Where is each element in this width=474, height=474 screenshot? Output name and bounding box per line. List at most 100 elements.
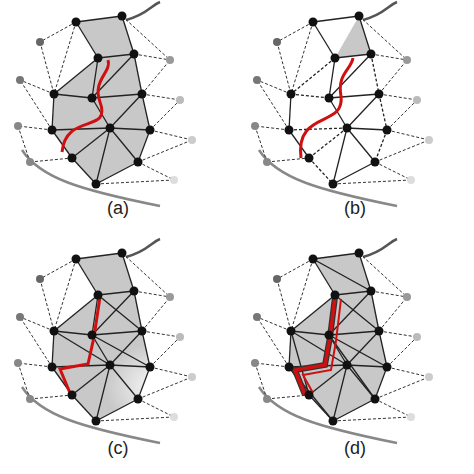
dashed-edge	[255, 126, 289, 130]
mesh-edge	[291, 295, 335, 331]
mesh-edge	[72, 365, 110, 395]
dashed-edge	[30, 395, 72, 399]
mesh-vertex	[138, 90, 147, 99]
mesh-vertex	[26, 158, 34, 166]
mesh-vertex	[383, 363, 392, 372]
dashed-edge	[138, 140, 192, 162]
mesh-edge	[309, 128, 347, 158]
panel-label: (d)	[344, 438, 366, 459]
mesh-edge	[98, 295, 142, 331]
dashed-edge	[96, 417, 174, 421]
mesh-vertex	[92, 417, 101, 426]
mesh-edge	[52, 128, 110, 130]
mesh-edge	[289, 94, 291, 130]
mesh-edge	[98, 291, 134, 295]
mesh-vertex	[16, 313, 24, 321]
mesh-vertex	[371, 158, 380, 167]
red-curve	[300, 58, 353, 158]
mesh-vertex	[367, 287, 376, 296]
dashed-edge	[333, 180, 411, 184]
mesh-vertex	[106, 124, 115, 133]
mesh-vertex	[68, 391, 77, 400]
mesh-vertex	[94, 291, 103, 300]
red-curve	[303, 299, 341, 393]
dashed-edge	[379, 331, 417, 337]
mesh-edge	[52, 94, 54, 130]
mesh-edge	[329, 54, 371, 98]
mesh-edge	[92, 331, 142, 335]
mesh-edge	[96, 365, 110, 421]
shaded-region	[76, 16, 134, 58]
mesh-vertex	[355, 249, 364, 258]
shaded-region	[52, 54, 150, 184]
dashed-edge	[18, 126, 52, 130]
mesh-edge	[122, 16, 134, 54]
dashed-edge	[96, 180, 174, 184]
mesh-vertex	[50, 327, 59, 336]
dashed-edge	[375, 399, 411, 417]
boundary-curve	[259, 150, 397, 206]
dashed-edge	[379, 60, 407, 94]
dashed-edge	[122, 16, 170, 60]
mesh-edge	[313, 253, 359, 259]
dashed-edge	[387, 100, 417, 130]
dashed-edge	[122, 253, 170, 297]
mesh-edge	[76, 253, 122, 259]
mesh-vertex	[329, 180, 338, 189]
dashed-edge	[277, 42, 291, 94]
mesh-vertex	[188, 136, 196, 144]
mesh-edge	[96, 162, 138, 184]
mesh-edge	[76, 16, 122, 22]
mesh-edge	[289, 331, 291, 367]
dashed-edge	[150, 130, 192, 140]
mesh-edge	[329, 94, 379, 98]
dashed-edge	[18, 363, 52, 367]
shaded-region	[335, 16, 371, 58]
mesh-vertex	[325, 331, 334, 340]
dashed-edge	[54, 259, 76, 331]
dashed-edge	[359, 253, 407, 297]
dashed-edge	[375, 162, 411, 180]
mesh-edge	[142, 331, 150, 367]
mesh-vertex	[375, 90, 384, 99]
dashed-edge	[134, 54, 170, 60]
dashed-edge	[138, 162, 174, 180]
mesh-edge	[335, 54, 371, 58]
mesh-vertex	[287, 90, 296, 99]
mesh-edge	[96, 399, 138, 421]
mesh-vertex	[331, 291, 340, 300]
mesh-vertex	[407, 413, 415, 421]
dashed-edge	[375, 140, 429, 162]
mesh-edge	[76, 259, 98, 295]
red-curve-outline	[295, 297, 335, 395]
dashed-edge	[257, 80, 291, 94]
mesh-vertex	[166, 293, 174, 301]
mesh-vertex	[305, 391, 314, 400]
mesh-vertex	[130, 287, 139, 296]
dashed-edge	[255, 126, 267, 162]
mesh-vertex	[170, 413, 178, 421]
mesh-vertex	[118, 249, 127, 258]
mesh-panel	[251, 239, 433, 443]
panel-label: (b)	[344, 198, 366, 219]
dashed-edge	[255, 363, 289, 367]
mesh-panel	[14, 2, 196, 206]
mesh-edge	[54, 331, 110, 365]
dashed-edge	[379, 297, 407, 331]
mesh-edge	[313, 22, 335, 58]
dashed-edge	[20, 317, 52, 367]
dashed-edge	[142, 331, 180, 337]
mesh-edge	[375, 130, 387, 162]
mesh-edge	[96, 128, 110, 184]
mesh-edge	[110, 365, 138, 399]
mesh-edge	[134, 54, 142, 94]
mesh-edge	[122, 253, 134, 291]
dashed-edge	[20, 80, 54, 94]
mesh-edge	[138, 130, 150, 162]
mesh-edge	[313, 259, 371, 291]
mesh-edge	[142, 94, 150, 130]
boundary-curve	[126, 239, 160, 257]
mesh-vertex	[72, 18, 81, 27]
mesh-vertex	[251, 122, 259, 130]
